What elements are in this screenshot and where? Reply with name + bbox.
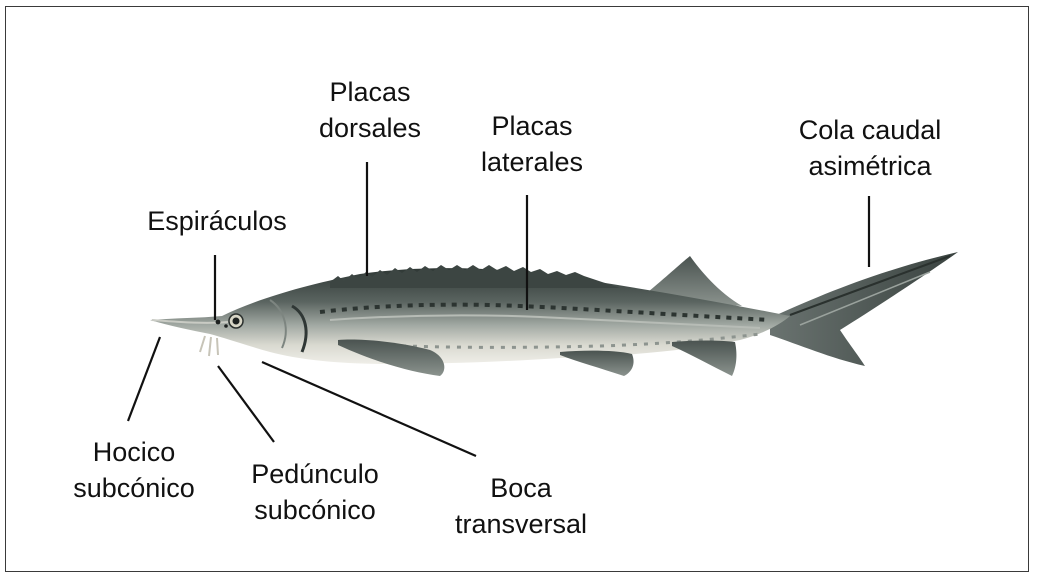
label-espiraculos: Espiráculos: [137, 203, 297, 239]
label-pedunculo: Pedúnculo subcónico: [240, 456, 390, 528]
leader-pedunculo: [218, 366, 274, 442]
dorsal-scutes: [330, 265, 620, 288]
caudal-fin: [770, 252, 958, 366]
label-line: Hocico: [64, 434, 204, 470]
label-line: Boca: [446, 470, 596, 506]
label-line: Cola caudal: [785, 112, 955, 148]
label-line: dorsales: [310, 110, 430, 146]
label-boca: Boca transversal: [446, 470, 596, 542]
label-cola-caudal: Cola caudal asimétrica: [785, 112, 955, 184]
label-line: transversal: [446, 506, 596, 542]
label-line: Pedúnculo: [240, 456, 390, 492]
leader-boca: [262, 362, 476, 456]
label-placas-dorsales: Placas dorsales: [310, 74, 430, 146]
pelvic-fin: [560, 351, 634, 376]
label-line: subcónico: [240, 492, 390, 528]
label-hocico: Hocico subcónico: [64, 434, 204, 506]
label-line: subcónico: [64, 470, 204, 506]
label-line: Placas: [472, 108, 592, 144]
label-placas-laterales: Placas laterales: [472, 108, 592, 180]
label-line: Espiráculos: [137, 203, 297, 239]
label-line: asimétrica: [785, 148, 955, 184]
leader-hocico: [128, 337, 160, 421]
label-line: Placas: [310, 74, 430, 110]
anal-fin: [672, 341, 736, 377]
label-line: laterales: [472, 144, 592, 180]
